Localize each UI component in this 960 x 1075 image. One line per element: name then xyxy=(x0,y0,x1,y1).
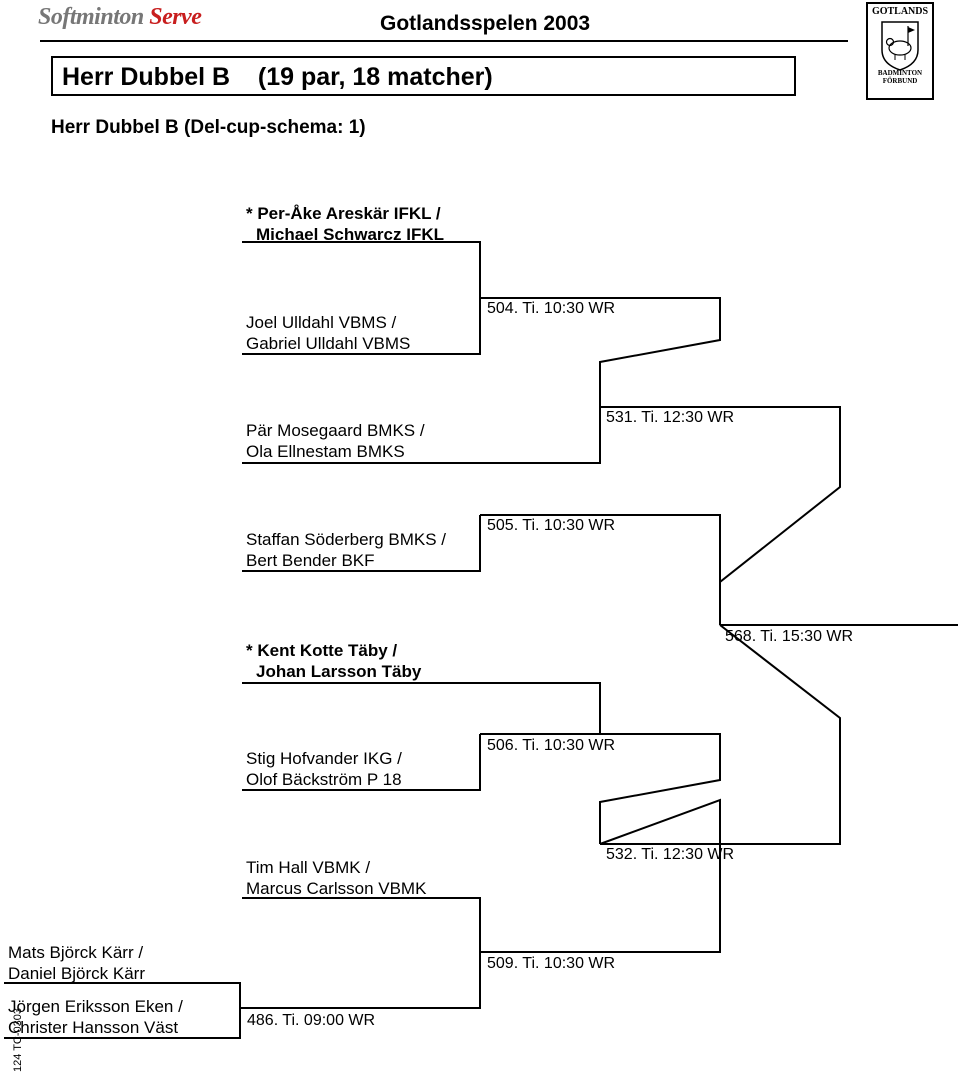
sheep-emblem-icon xyxy=(881,21,919,71)
match-504-label: 504. Ti. 10:30 WR xyxy=(487,300,616,317)
pair-1: * Per-Åke Areskär IFKL /Michael Schwarcz… xyxy=(246,204,444,244)
pair-6: Stig Hofvander IKG /Olof Bäckström P 18 xyxy=(246,749,402,789)
pair-2: Joel Ulldahl VBMS /Gabriel Ulldahl VBMS xyxy=(246,313,411,353)
title-box xyxy=(51,56,796,96)
document-code: 124 TC-0303 xyxy=(12,1007,24,1072)
pair-7: Tim Hall VBMK /Marcus Carlsson VBMK xyxy=(246,858,427,898)
match-532-label: 532. Ti. 12:30 WR xyxy=(606,846,735,863)
draw-line-match-531 xyxy=(600,406,841,625)
draw-line-pair-8 xyxy=(4,982,241,1008)
draw-line-pair-3 xyxy=(242,407,601,464)
pair-9: Jörgen Eriksson Eken /Christer Hansson V… xyxy=(8,997,183,1037)
draw-line-match-506 xyxy=(480,733,721,844)
draw-line-pair-9 xyxy=(4,1008,241,1039)
match-506-label: 506. Ti. 10:30 WR xyxy=(487,737,616,754)
pair-3: Pär Mosegaard BMKS /Ola Ellnestam BMKS xyxy=(246,421,425,461)
match-505-label: 505. Ti. 10:30 WR xyxy=(487,517,616,534)
draw-line-match-486 xyxy=(240,952,481,1009)
draw-line-match-505 xyxy=(480,514,721,582)
header-divider xyxy=(40,40,848,42)
match-486-label: 486. Ti. 09:00 WR xyxy=(247,1012,376,1029)
draw-line-pair-7 xyxy=(242,897,481,952)
match-509-label: 509. Ti. 10:30 WR xyxy=(487,955,616,972)
match-568-label: 568. Ti. 15:30 WR xyxy=(725,628,854,645)
draw-line-pair-1 xyxy=(242,241,481,298)
pair-8: Mats Björck Kärr /Daniel Björck Kärr xyxy=(8,943,145,983)
draw-line-pair-6 xyxy=(242,734,481,791)
pair-5: * Kent Kotte Täby /Johan Larsson Täby xyxy=(246,641,422,681)
draw-line-match-504 xyxy=(480,297,721,407)
softminton-serve-logo: Softminton Serve xyxy=(38,4,202,30)
draw-line-pair-5 xyxy=(242,682,601,734)
draw-line-pair-4 xyxy=(242,515,481,572)
gotlands-badminton-crest-logo: GOTLANDS BADMINTON FÖRBUND xyxy=(866,2,934,100)
bracket-subtitle: Herr Dubbel B (Del-cup-schema: 1) xyxy=(51,117,366,138)
draw-line-match-509 xyxy=(480,798,721,953)
match-531-label: 531. Ti. 12:30 WR xyxy=(606,409,735,426)
page-title: Herr Dubbel B (19 par, 18 matcher) xyxy=(62,63,493,91)
event-title: Gotlandsspelen 2003 xyxy=(380,12,591,35)
draw-line-pair-2 xyxy=(242,298,481,355)
pair-4: Staffan Söderberg BMKS /Bert Bender BKF xyxy=(246,530,447,570)
